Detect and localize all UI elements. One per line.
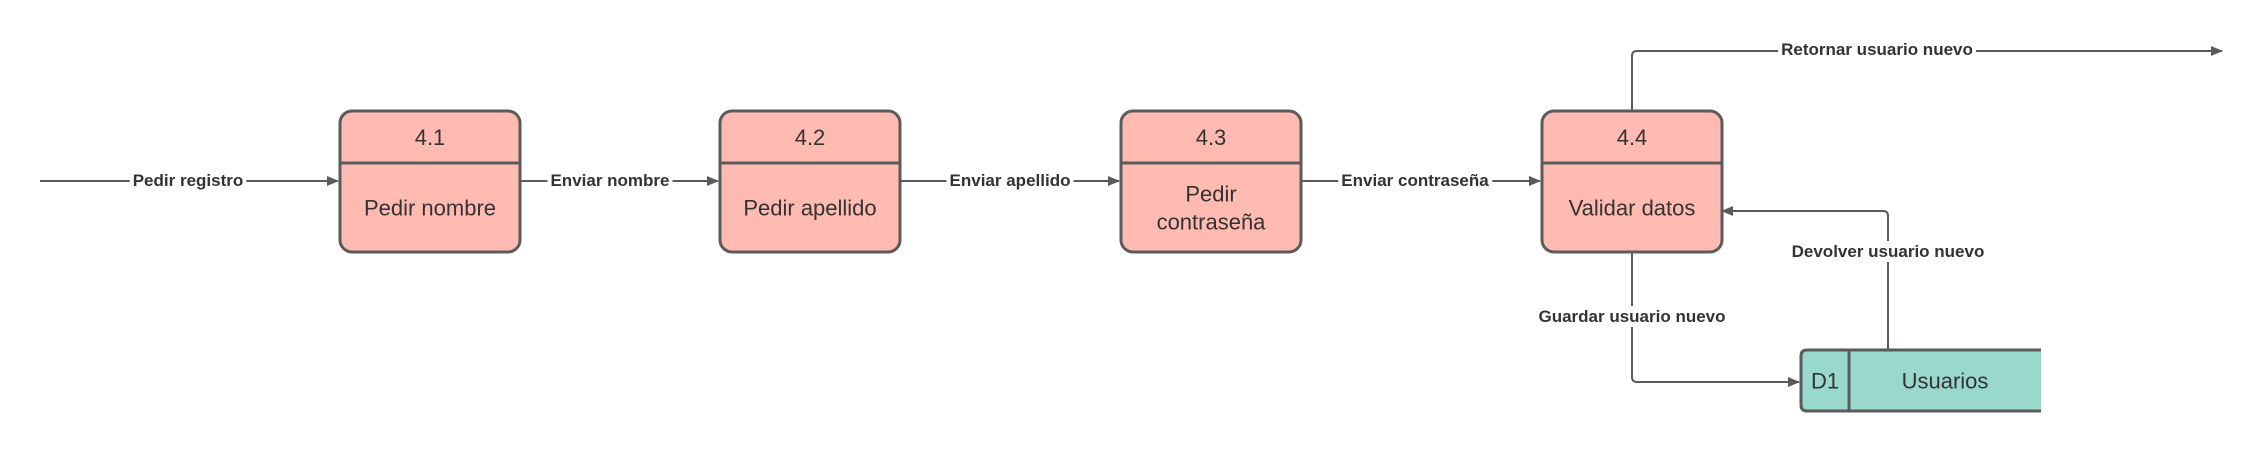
store-background [1801, 350, 2041, 411]
process-id: 4.1 [415, 125, 446, 150]
flow-label-background [547, 170, 673, 191]
flow-label-3: Enviar apellido [950, 171, 1071, 190]
store-id: D1 [1811, 369, 1839, 394]
process-label: contraseña [1157, 210, 1267, 235]
store-border [1799, 348, 2041, 413]
flow-arrow-5 [1631, 46, 2223, 111]
process-box [718, 109, 902, 254]
flow-label-4: Enviar contraseña [1341, 171, 1489, 190]
flow-label-background [1788, 241, 1988, 262]
flow-label-background [1338, 170, 1493, 191]
process-id: 4.2 [795, 125, 826, 150]
flow-arrow-6 [1631, 252, 1800, 387]
flow-label-2: Enviar nombre [550, 171, 669, 190]
process-box [1119, 109, 1303, 254]
data-store-usuarios[interactable]: D1 Usuarios [1799, 348, 2041, 413]
flow-arrow-7 [1721, 206, 1889, 350]
process-box [338, 109, 522, 254]
process-label: Pedir [1185, 182, 1236, 207]
flow-label-background [1535, 306, 1729, 327]
process-id: 4.4 [1617, 125, 1648, 150]
flow-label-background [946, 170, 1074, 191]
process-label: Validar datos [1569, 196, 1696, 221]
flow-label-6: Guardar usuario nuevo [1538, 307, 1725, 326]
process-label: Pedir nombre [364, 196, 496, 221]
flow-label-background [129, 170, 247, 191]
flow-label-1: Pedir registro [133, 171, 244, 190]
process-label: Pedir apellido [743, 196, 876, 221]
flow-label-7: Devolver usuario nuevo [1792, 242, 1985, 261]
process-box [1540, 109, 1724, 254]
store-name: Usuarios [1902, 369, 1989, 394]
process-id: 4.3 [1196, 125, 1227, 150]
flow-label-background [1778, 39, 1976, 60]
flow-label-5: Retornar usuario nuevo [1781, 40, 1973, 59]
